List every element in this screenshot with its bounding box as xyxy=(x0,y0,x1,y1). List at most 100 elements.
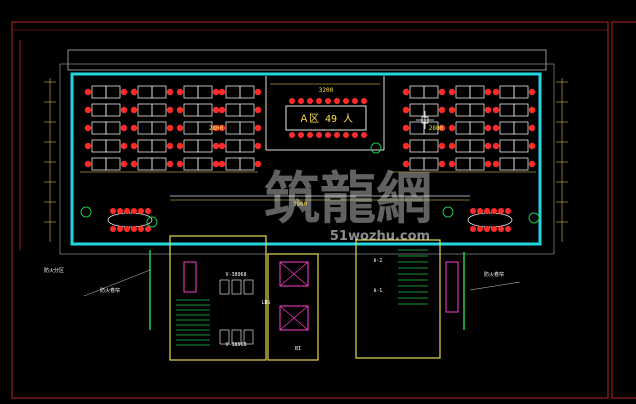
lounge-chair xyxy=(124,208,130,214)
chair xyxy=(438,124,446,132)
leader-line-right xyxy=(469,281,521,291)
chair xyxy=(218,142,226,150)
desk xyxy=(105,85,121,99)
desk xyxy=(151,103,167,117)
lounge-table xyxy=(467,212,513,228)
chair xyxy=(254,142,262,150)
leader-line-left xyxy=(83,269,151,297)
plant xyxy=(528,212,540,224)
meeting-chair xyxy=(352,98,358,104)
desk xyxy=(151,157,167,171)
meeting-chair xyxy=(334,98,340,104)
desk xyxy=(183,85,199,99)
chair xyxy=(438,142,446,150)
chair xyxy=(448,88,456,96)
meeting-chair xyxy=(343,132,349,138)
meeting-chair xyxy=(307,132,313,138)
toilet-stall xyxy=(243,279,254,295)
chair xyxy=(484,142,492,150)
chair xyxy=(402,106,410,114)
chair xyxy=(484,88,492,96)
desk xyxy=(239,103,255,117)
chair xyxy=(484,124,492,132)
chair xyxy=(166,124,174,132)
chair xyxy=(166,142,174,150)
desk xyxy=(409,157,425,171)
desk xyxy=(91,103,107,117)
lounge-chair xyxy=(470,226,476,232)
chair xyxy=(130,124,138,132)
lounge-chair xyxy=(477,208,483,214)
desk xyxy=(455,121,471,135)
desk xyxy=(423,157,439,171)
lounge-chair xyxy=(124,226,130,232)
desk xyxy=(513,139,529,153)
meeting-chair xyxy=(361,132,367,138)
chair xyxy=(218,106,226,114)
desk xyxy=(239,121,255,135)
lounge-chair xyxy=(117,226,123,232)
desk xyxy=(137,85,153,99)
chair xyxy=(484,160,492,168)
chair xyxy=(528,88,536,96)
meeting-chair xyxy=(316,132,322,138)
desk xyxy=(197,121,213,135)
plant xyxy=(146,216,158,228)
desk xyxy=(499,85,515,99)
desk xyxy=(183,157,199,171)
chair xyxy=(176,124,184,132)
elevator-x xyxy=(279,305,309,331)
desk xyxy=(105,103,121,117)
shaft-right xyxy=(445,261,459,313)
desk xyxy=(469,121,485,135)
meeting-table xyxy=(285,105,367,131)
chair xyxy=(528,160,536,168)
meeting-chair xyxy=(361,98,367,104)
desk xyxy=(183,103,199,117)
chair xyxy=(166,106,174,114)
chair xyxy=(84,142,92,150)
chair xyxy=(212,142,220,150)
toilet-stall xyxy=(219,329,230,345)
meeting-chair xyxy=(343,98,349,104)
lounge-chair xyxy=(470,208,476,214)
chair xyxy=(120,88,128,96)
chair xyxy=(176,106,184,114)
desk xyxy=(91,121,107,135)
chair xyxy=(402,160,410,168)
chair xyxy=(254,160,262,168)
desk xyxy=(225,139,241,153)
lounge-chair xyxy=(145,226,151,232)
chair xyxy=(528,106,536,114)
desk xyxy=(469,139,485,153)
desk xyxy=(151,85,167,99)
adjacent-sheet-border xyxy=(611,21,636,399)
chair xyxy=(402,88,410,96)
meeting-chair xyxy=(325,132,331,138)
toilet-stall xyxy=(243,329,254,345)
elevator-x xyxy=(279,261,309,287)
desk xyxy=(91,157,107,171)
desk xyxy=(105,139,121,153)
lounge-chair xyxy=(110,226,116,232)
chair xyxy=(130,142,138,150)
meeting-chair xyxy=(316,98,322,104)
lounge-chair xyxy=(138,208,144,214)
desk xyxy=(499,139,515,153)
chair xyxy=(120,142,128,150)
desk xyxy=(455,85,471,99)
desk xyxy=(105,157,121,171)
lounge-chair xyxy=(498,208,504,214)
chair xyxy=(218,88,226,96)
chair xyxy=(448,142,456,150)
plant xyxy=(442,206,454,218)
chair xyxy=(212,124,220,132)
desk xyxy=(183,121,199,135)
desk xyxy=(513,121,529,135)
desk xyxy=(499,121,515,135)
desk xyxy=(469,157,485,171)
desk xyxy=(423,139,439,153)
desk xyxy=(455,139,471,153)
